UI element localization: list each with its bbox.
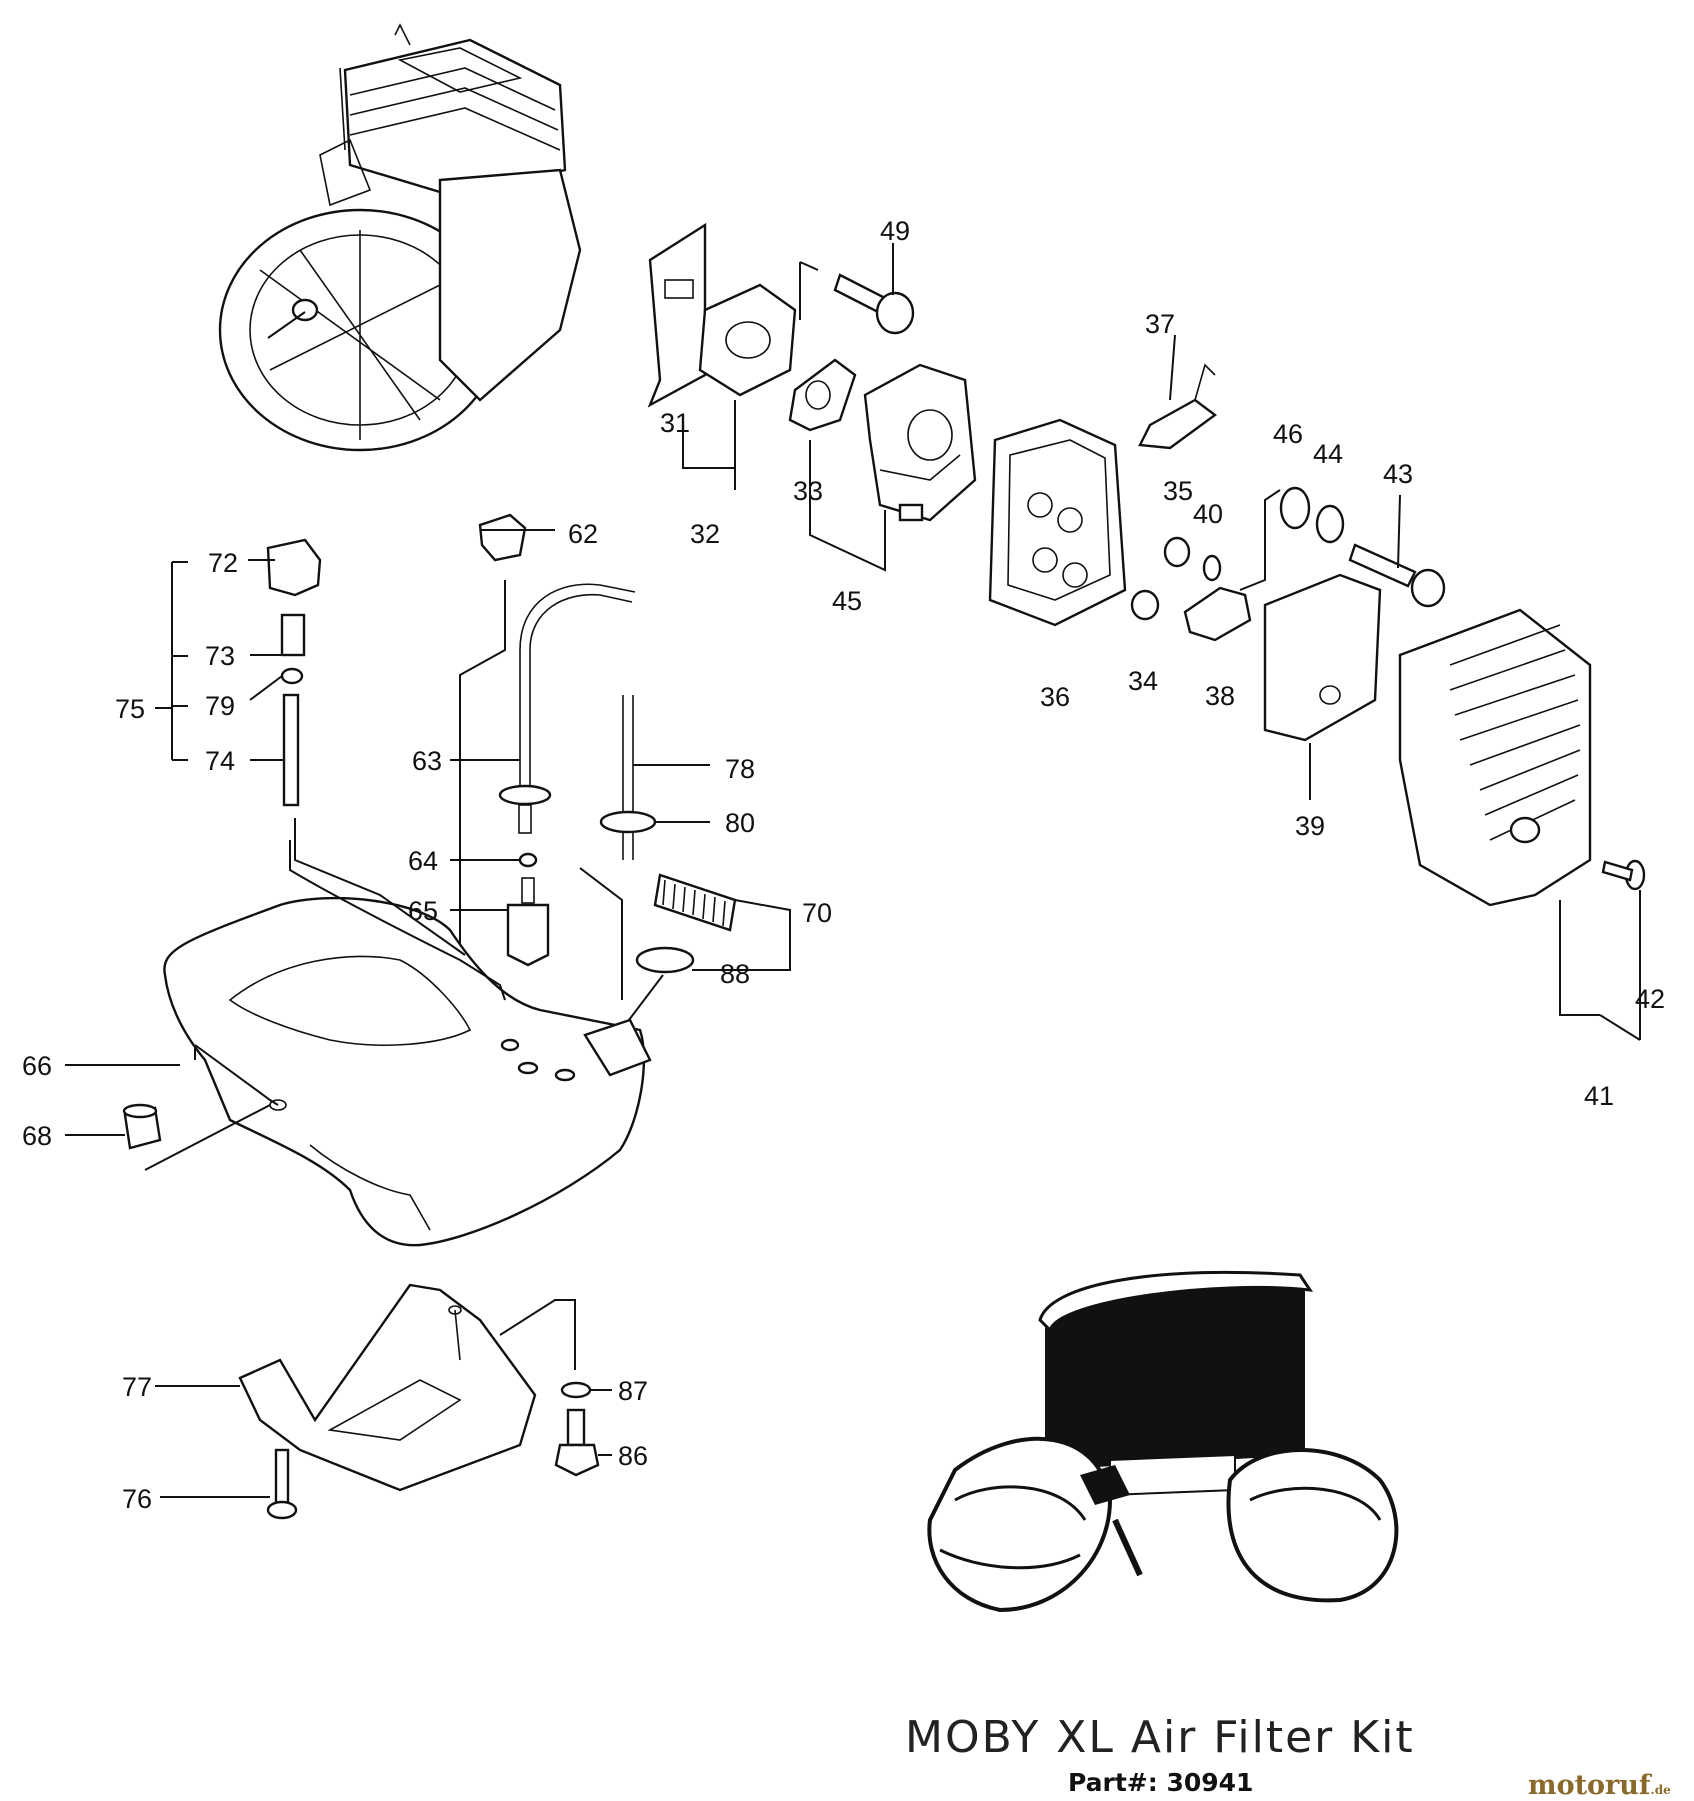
label-43: 43 [1383,459,1413,489]
label-34: 34 [1128,666,1158,696]
part-78-return-line [599,695,657,860]
label-36: 36 [1040,682,1070,712]
part-39-filter-element [1263,573,1382,742]
label-46: 46 [1273,419,1303,449]
label-80: 80 [725,808,755,838]
label-44: 44 [1313,439,1343,469]
part-77-tank-guard [238,1283,537,1492]
label-86: 86 [618,1441,648,1471]
label-88: 88 [720,959,750,989]
part-35-bushing [1163,536,1191,568]
part-43-bolt [1348,543,1446,608]
part-88-o-ring [635,946,695,974]
part-64-clip [518,852,538,868]
air-filter-kit-image: AFE [927,1270,1399,1613]
engine-block [218,23,582,452]
part-37-choke-lever [1138,363,1218,450]
kit-part-number: Part#: 30941 [1068,1768,1254,1797]
label-35: 35 [1163,476,1193,506]
part-73-nipple [280,613,306,657]
part-46-grommet [1279,486,1311,530]
part-86-nut [554,1408,600,1477]
part-79-o-ring [280,667,304,685]
part-49-bolt [833,273,915,335]
label-78: 78 [725,754,755,784]
part-labels: 49 37 31 32 33 45 36 35 40 34 38 46 44 4… [22,216,1665,1514]
part-66-fuel-tank [163,896,652,1247]
label-74: 74 [205,746,235,776]
part-72-cap [266,538,322,597]
label-42: 42 [1635,984,1665,1014]
label-68: 68 [22,1121,52,1151]
part-42-screw [1601,859,1646,891]
part-68-damper [122,1103,162,1150]
label-77: 77 [122,1372,152,1402]
label-62: 62 [568,519,598,549]
label-63: 63 [412,746,442,776]
label-66: 66 [22,1051,52,1081]
part-74-pipe [282,693,300,807]
label-73: 73 [205,641,235,671]
leader-lines [65,529,791,1498]
label-72: 72 [208,548,238,578]
label-87: 87 [618,1376,648,1406]
part-32-insulator [698,283,797,397]
part-44-washer [1315,504,1345,544]
label-41: 41 [1584,1081,1614,1111]
part-45-carburetor [863,363,977,522]
label-31: 31 [660,408,690,438]
label-76: 76 [122,1484,152,1514]
watermark-name: motoruf [1528,1770,1651,1801]
part-62-cap [478,513,527,562]
kit-title: MOBY XL Air Filter Kit [905,1712,1415,1763]
part-40-washer [1202,554,1222,582]
part-38-plate [1183,586,1252,642]
label-64: 64 [408,846,438,876]
label-75: 75 [115,694,145,724]
part-33-gasket [788,358,857,432]
label-45: 45 [832,586,862,616]
part-41-air-cleaner-cover [1398,608,1592,907]
label-33: 33 [793,476,823,506]
part-63-fuel-hose [498,583,636,834]
part-34-bushing [1130,589,1160,621]
label-79: 79 [205,691,235,721]
label-38: 38 [1205,681,1235,711]
label-70: 70 [802,898,832,928]
kit-logo-text: AFE [1160,1315,1190,1334]
part-87-washer [560,1381,592,1399]
part-65-fuel-filter [506,877,550,967]
watermark-suffix: .de [1650,1783,1671,1797]
label-37: 37 [1145,309,1175,339]
part-70-filter-screen [653,873,737,932]
label-40: 40 [1193,499,1223,529]
label-49: 49 [880,216,910,246]
watermark: motoruf.de [1528,1770,1671,1801]
label-32: 32 [690,519,720,549]
part-31-gasket [647,222,707,408]
part-36-air-filter-case [988,418,1127,627]
part-76-screw [266,1448,298,1520]
label-39: 39 [1295,811,1325,841]
label-65: 65 [408,896,438,926]
